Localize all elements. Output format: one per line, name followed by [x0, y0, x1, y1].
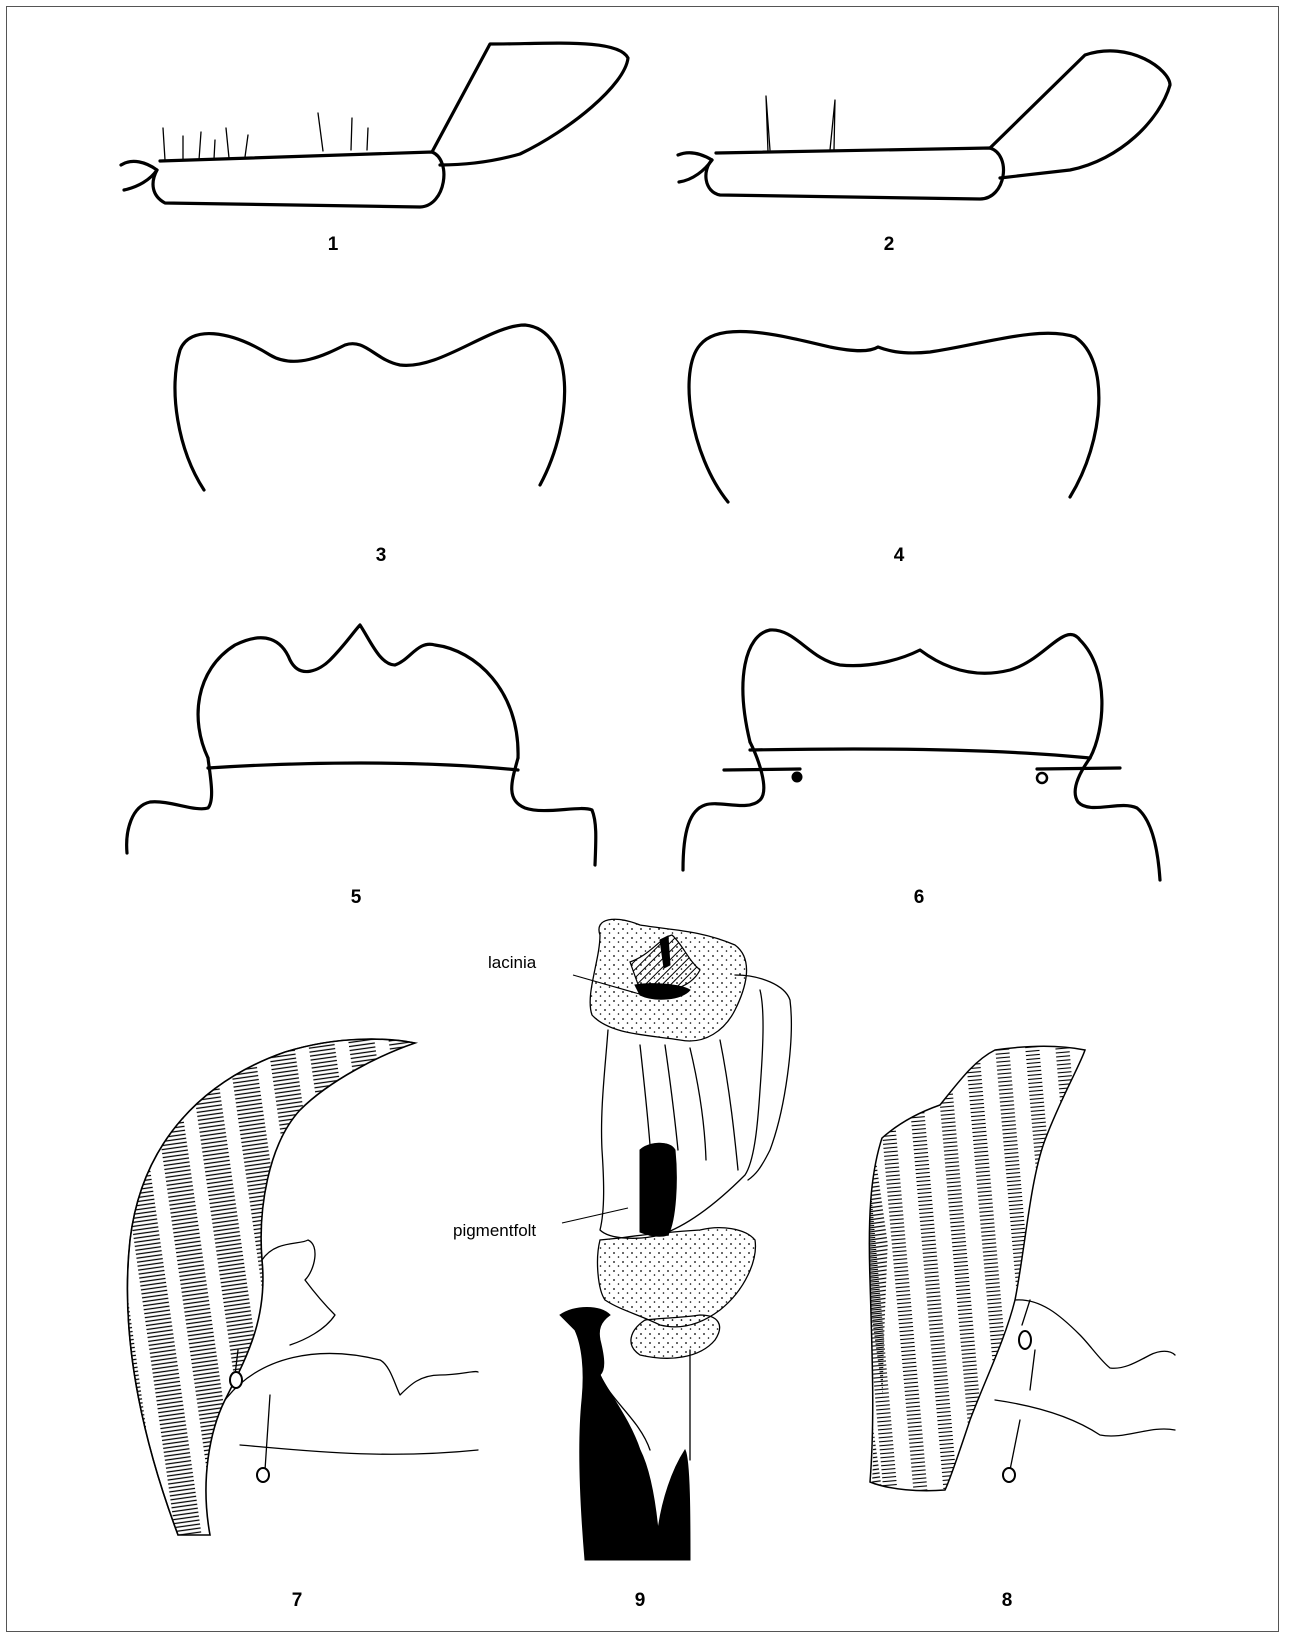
figure-3-label: 3 — [376, 545, 387, 567]
pigmentfolt-leader-line — [562, 1208, 628, 1223]
figure-9-drawing — [560, 919, 791, 1560]
figure-5-label: 5 — [351, 887, 362, 909]
figure-2-drawing — [678, 51, 1170, 199]
figure-3-drawing — [175, 325, 565, 490]
figure-7-label: 7 — [292, 1590, 303, 1612]
figure-4-drawing — [689, 331, 1099, 502]
figure-6-label: 6 — [914, 887, 925, 909]
figure-8-drawing — [869, 1046, 1175, 1490]
figure-6-drawing — [683, 630, 1160, 880]
figure-9-label: 9 — [635, 1590, 646, 1612]
figure-4-label: 4 — [894, 545, 905, 567]
figure-1-label: 1 — [328, 234, 339, 256]
figure-1-drawing — [121, 43, 628, 207]
figure-8-label: 8 — [1002, 1590, 1013, 1612]
figure-2-label: 2 — [884, 234, 895, 256]
lacinia-label: lacinia — [488, 953, 536, 973]
pigmentfolt-label: pigmentfolt — [453, 1221, 536, 1241]
figure-5-drawing — [127, 625, 596, 865]
figure-7-drawing — [127, 1039, 478, 1535]
